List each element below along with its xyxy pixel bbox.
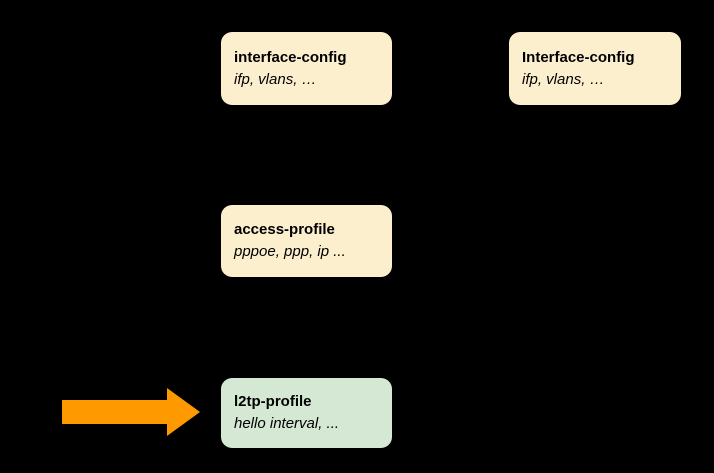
highlight-arrow <box>60 386 202 438</box>
node-subtitle: hello interval, ... <box>234 415 340 432</box>
node-subtitle: ifp, vlans, … <box>234 70 317 88</box>
node-title: interface-config <box>234 48 347 66</box>
node-title: access-profile <box>234 221 335 239</box>
diagram-node-interface-config-left[interactable]: interface-config ifp, vlans, … <box>221 32 392 105</box>
node-subtitle: pppoe, ppp, ip ... <box>234 243 346 260</box>
arrow-right-icon <box>62 388 200 436</box>
diagram-node-interface-config-right[interactable]: Interface-config ifp, vlans, … <box>509 32 681 105</box>
node-title: l2tp-profile <box>234 393 312 411</box>
node-subtitle: ifp, vlans, … <box>522 70 605 88</box>
diagram-node-l2tp-profile[interactable]: l2tp-profile hello interval, ... <box>221 378 392 448</box>
diagram-node-access-profile[interactable]: access-profile pppoe, ppp, ip ... <box>221 205 392 277</box>
node-title: Interface-config <box>522 48 635 66</box>
